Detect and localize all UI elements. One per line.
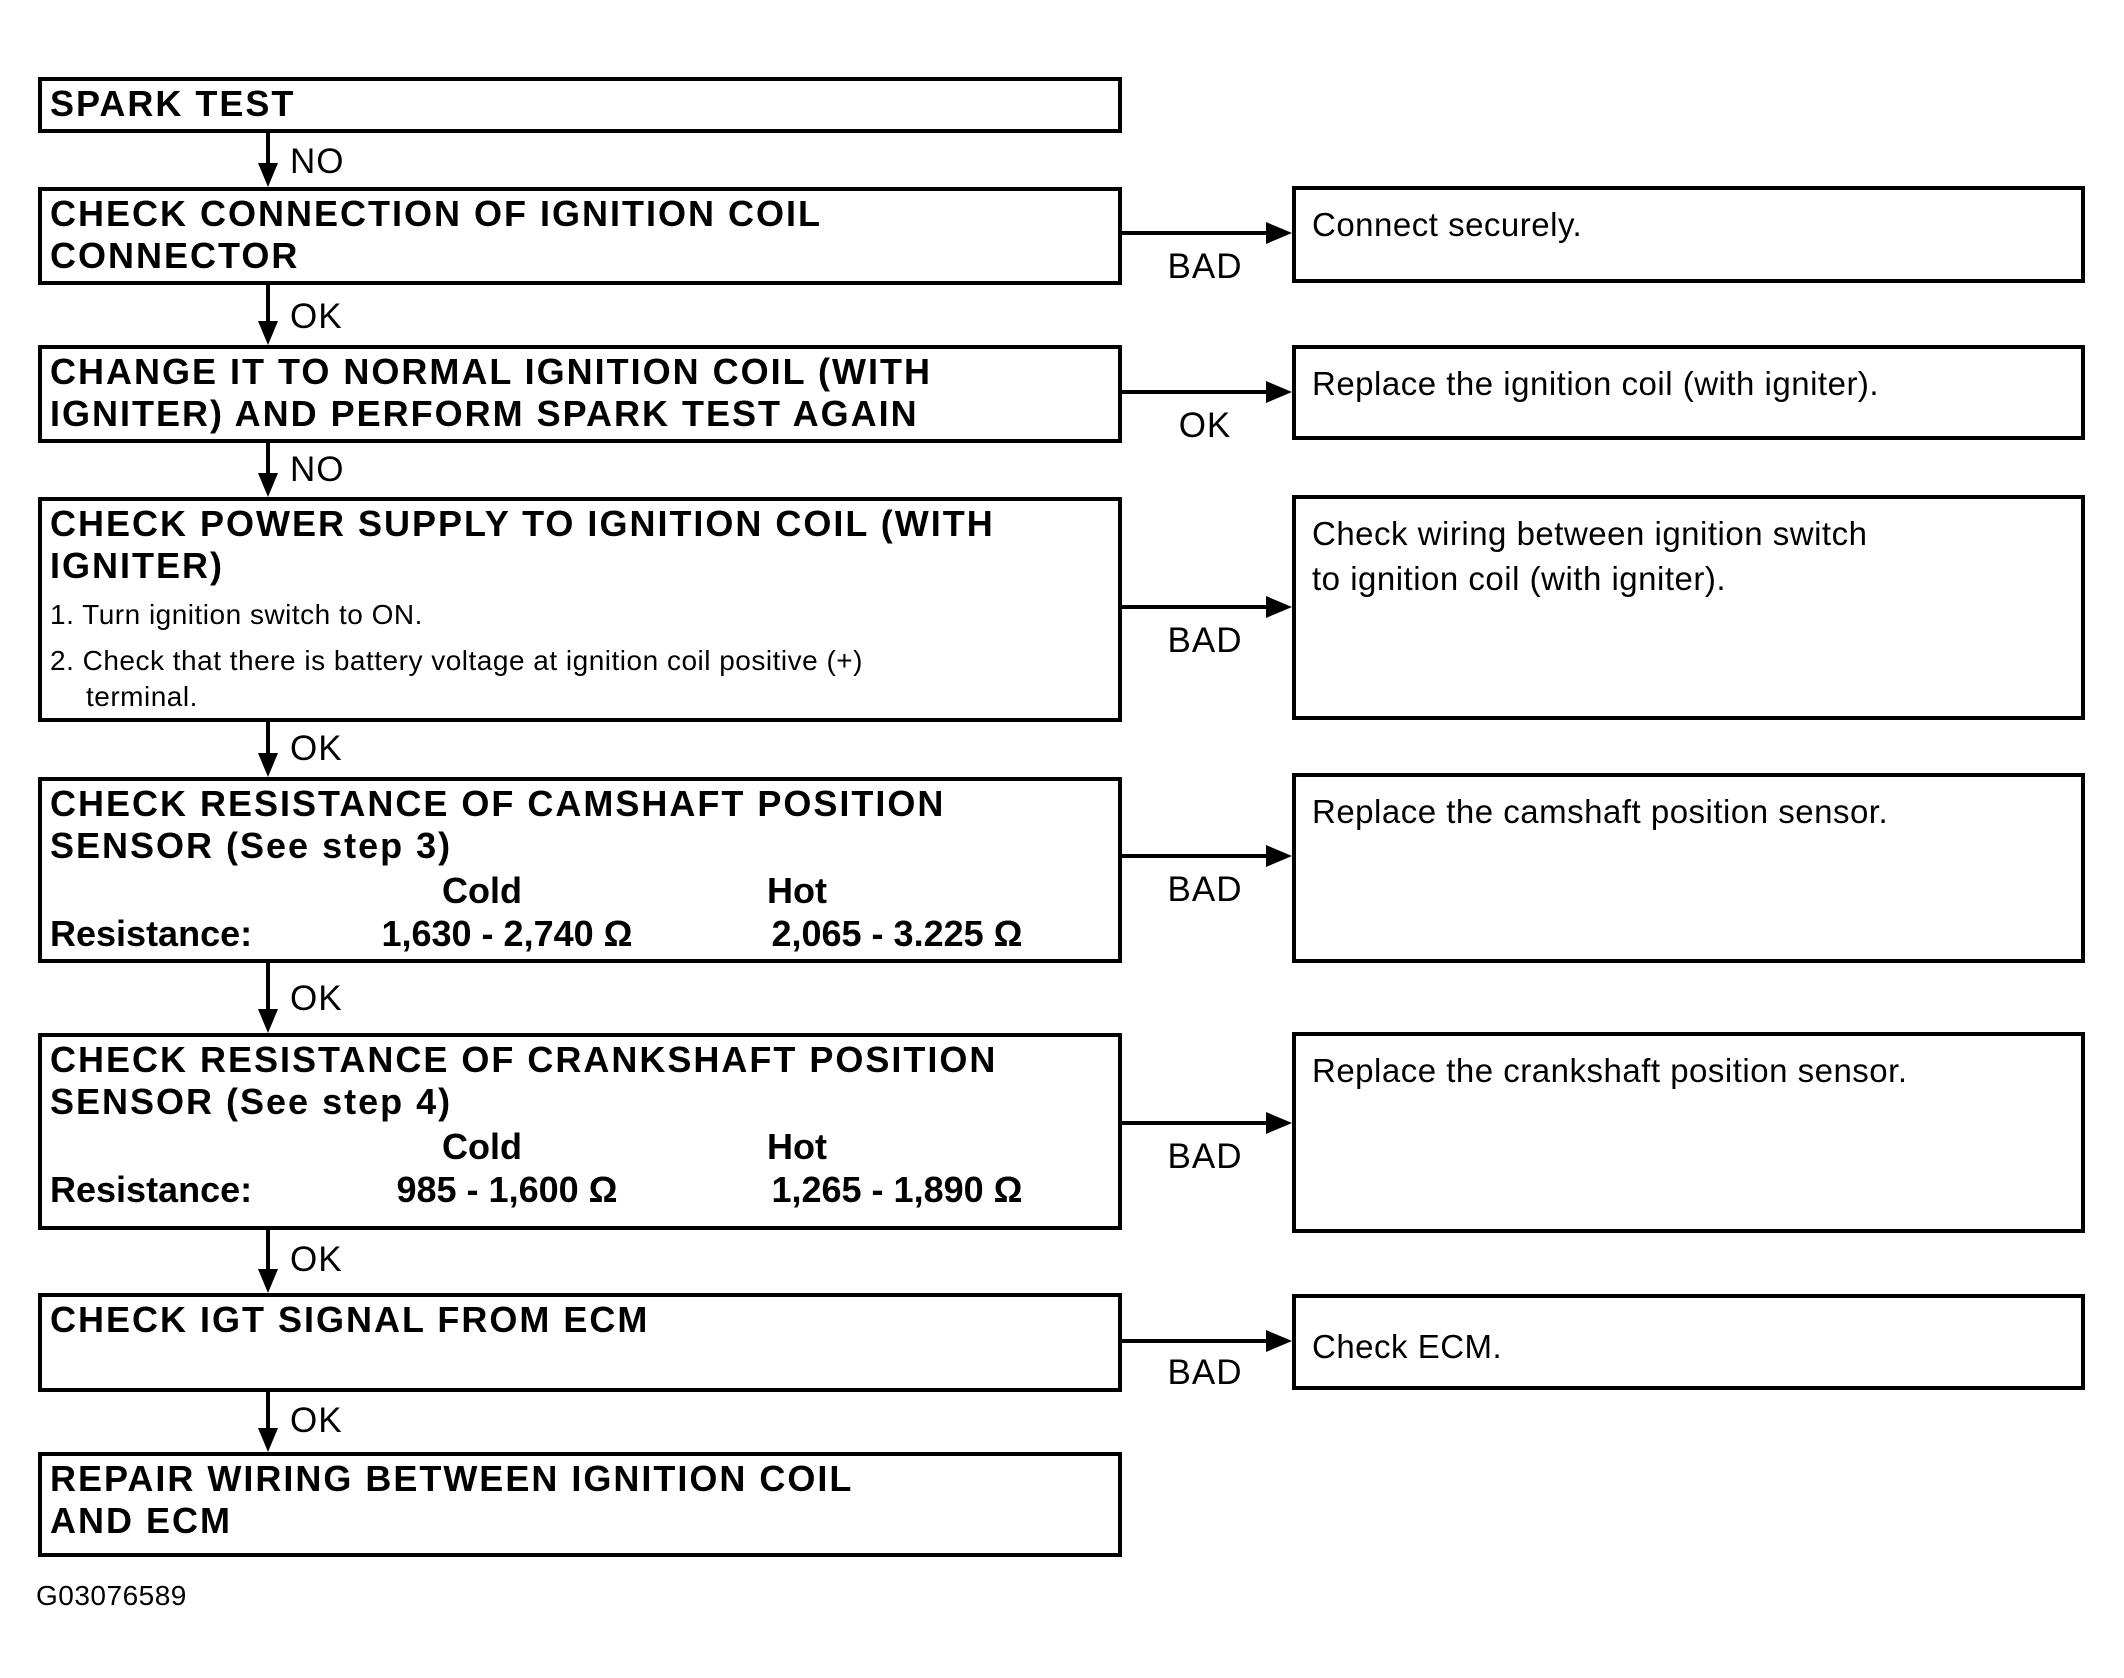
resistance-value-row: Resistance: 985 - 1,600 Ω 1,265 - 1,890 … [50, 1168, 1108, 1211]
arrow-label-ok: OK [290, 297, 343, 336]
arrow-head-right-icon [1266, 222, 1292, 244]
figure-id: G03076589 [36, 1580, 187, 1611]
arrow-label-bad: BAD [1167, 1353, 1243, 1392]
node-title: SENSOR (See step 4) [50, 1081, 453, 1122]
cold-resistance-value: 985 - 1,600 Ω [396, 1169, 618, 1210]
cold-column-header: Cold [442, 870, 522, 911]
node-title: SPARK TEST [50, 83, 296, 124]
node-replace-crankshaft-sensor: Replace the crankshaft position sensor. [1292, 1032, 2085, 1233]
arrow-shaft [266, 443, 270, 477]
node-connect-securely: Connect securely. [1292, 186, 2085, 283]
arrow-shaft [266, 722, 270, 757]
arrow-label-no: NO [290, 450, 345, 489]
arrow-head-right-icon [1266, 1112, 1292, 1134]
node-title: CHECK POWER SUPPLY TO IGNITION COIL (WIT… [50, 503, 995, 544]
arrow-label-ok: OK [290, 979, 343, 1018]
arrow-head-down-icon [258, 1428, 278, 1452]
node-crankshaft-resistance: CHECK RESISTANCE OF CRANKSHAFT POSITION … [38, 1033, 1122, 1230]
arrow-shaft [1122, 605, 1268, 609]
arrow-label-bad: BAD [1167, 621, 1243, 660]
node-change-coil: CHANGE IT TO NORMAL IGNITION COIL (WITH … [38, 345, 1122, 443]
arrow-label-bad: BAD [1167, 1137, 1243, 1176]
arrow-head-down-icon [258, 1009, 278, 1033]
node-spark-test: SPARK TEST [38, 77, 1122, 133]
arrow-shaft [1122, 1339, 1268, 1343]
node-title: CHECK IGT SIGNAL FROM ECM [50, 1299, 650, 1340]
hot-column-header: Hot [767, 870, 827, 911]
arrow-head-right-icon [1266, 596, 1292, 618]
arrow-shaft [266, 133, 270, 167]
arrow-label-ok: OK [290, 1401, 343, 1440]
node-check-wiring: Check wiring between ignition switch to … [1292, 495, 2085, 720]
node-title: SENSOR (See step 3) [50, 825, 453, 866]
arrow-label-ok: OK [290, 1240, 343, 1279]
resistance-label: Resistance: [50, 913, 253, 954]
node-check-ecm: Check ECM. [1292, 1294, 2085, 1390]
node-title: CHECK RESISTANCE OF CAMSHAFT POSITION [50, 783, 946, 824]
resistance-header-row: Cold Hot [50, 869, 1108, 912]
arrow-label-bad: BAD [1167, 870, 1243, 909]
node-title: CONNECTOR [50, 235, 300, 276]
node-camshaft-resistance: CHECK RESISTANCE OF CAMSHAFT POSITION SE… [38, 777, 1122, 963]
arrow-head-down-icon [258, 321, 278, 345]
arrow-shaft [1122, 854, 1268, 858]
node-title: IGNITER) [50, 545, 224, 586]
arrow-label-ok: OK [290, 729, 343, 768]
procedure-step: 1. Turn ignition switch to ON. [50, 599, 423, 630]
node-title: CHECK RESISTANCE OF CRANKSHAFT POSITION [50, 1039, 998, 1080]
resistance-header-row: Cold Hot [50, 1125, 1108, 1168]
result-text: Replace the ignition coil (with igniter)… [1312, 365, 1880, 402]
node-repair-wiring: REPAIR WIRING BETWEEN IGNITION COIL AND … [38, 1452, 1122, 1557]
node-title: CHECK CONNECTION OF IGNITION COIL [50, 193, 822, 234]
resistance-label: Resistance: [50, 1169, 253, 1210]
cold-resistance-value: 1,630 - 2,740 Ω [381, 913, 633, 954]
arrow-head-down-icon [258, 473, 278, 497]
arrow-head-down-icon [258, 163, 278, 187]
arrow-shaft [266, 1230, 270, 1273]
arrow-head-right-icon [1266, 845, 1292, 867]
hot-resistance-value: 1,265 - 1,890 Ω [771, 1169, 1023, 1210]
result-text: Replace the camshaft position sensor. [1312, 793, 1889, 830]
arrow-label-ok: OK [1178, 406, 1232, 445]
arrow-shaft [266, 285, 270, 325]
hot-column-header: Hot [767, 1126, 827, 1167]
result-text: Connect securely. [1312, 206, 1583, 243]
result-text: Replace the crankshaft position sensor. [1312, 1052, 1908, 1089]
arrow-shaft [1122, 231, 1268, 235]
node-check-connection: CHECK CONNECTION OF IGNITION COIL CONNEC… [38, 187, 1122, 285]
node-replace-camshaft-sensor: Replace the camshaft position sensor. [1292, 773, 2085, 963]
node-title: REPAIR WIRING BETWEEN IGNITION COIL [50, 1458, 854, 1499]
result-text: to ignition coil (with igniter). [1312, 560, 1726, 597]
resistance-value-row: Resistance: 1,630 - 2,740 Ω 2,065 - 3.22… [50, 912, 1108, 955]
cold-column-header: Cold [442, 1126, 522, 1167]
hot-resistance-value: 2,065 - 3.225 Ω [771, 913, 1023, 954]
result-text: Check ECM. [1312, 1328, 1503, 1365]
arrow-shaft [266, 963, 270, 1013]
arrow-head-right-icon [1266, 1330, 1292, 1352]
arrow-head-down-icon [258, 753, 278, 777]
arrow-shaft [266, 1392, 270, 1432]
result-text: Check wiring between ignition switch [1312, 515, 1868, 552]
arrow-shaft [1122, 390, 1268, 394]
arrow-shaft [1122, 1121, 1268, 1125]
node-title: CHANGE IT TO NORMAL IGNITION COIL (WITH [50, 351, 932, 392]
node-replace-ignition-coil: Replace the ignition coil (with igniter)… [1292, 345, 2085, 440]
arrow-label-bad: BAD [1167, 247, 1243, 286]
arrow-label-no: NO [290, 142, 345, 181]
arrow-head-down-icon [258, 1269, 278, 1293]
node-check-power-supply: CHECK POWER SUPPLY TO IGNITION COIL (WIT… [38, 497, 1122, 722]
node-check-igt-signal: CHECK IGT SIGNAL FROM ECM [38, 1293, 1122, 1392]
node-title: IGNITER) AND PERFORM SPARK TEST AGAIN [50, 393, 919, 434]
procedure-step: 2. Check that there is battery voltage a… [50, 645, 863, 676]
procedure-step-continuation: terminal. [86, 681, 198, 712]
node-title: AND ECM [50, 1500, 232, 1541]
arrow-head-right-icon [1266, 381, 1292, 403]
